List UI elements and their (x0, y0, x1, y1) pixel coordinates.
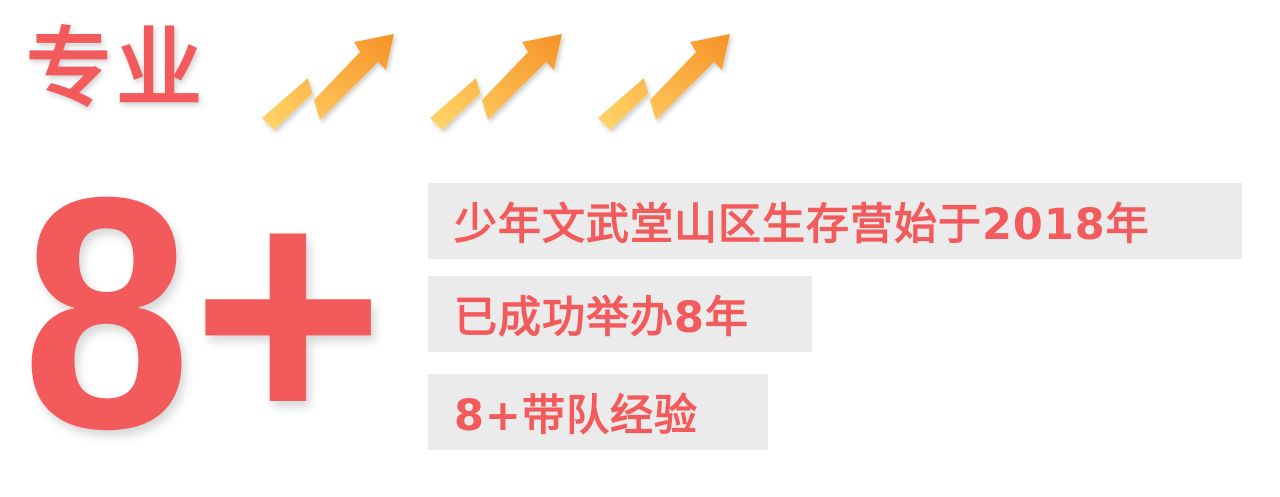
info-line-text: 少年文武堂山区生存营始于2018年 (454, 200, 1150, 250)
trending-up-arrow-icon (598, 34, 730, 130)
heading-title: 专业 (26, 19, 206, 119)
info-line-years: 已成功举办8年 (428, 276, 812, 352)
info-line-text: 8+带队经验 (454, 391, 698, 441)
trending-up-arrow-icon (262, 34, 394, 130)
big-number-8-plus: 8 + (22, 128, 385, 497)
growth-arrows (262, 34, 730, 130)
big-number-digit: 8 (22, 128, 191, 497)
info-line-experience: 8+带队经验 (428, 374, 768, 450)
trending-up-arrow-icon (430, 34, 562, 130)
big-number-plus: + (191, 128, 385, 497)
info-line-text: 已成功举办8年 (454, 293, 749, 343)
info-line-founded: 少年文武堂山区生存营始于2018年 (428, 183, 1242, 259)
